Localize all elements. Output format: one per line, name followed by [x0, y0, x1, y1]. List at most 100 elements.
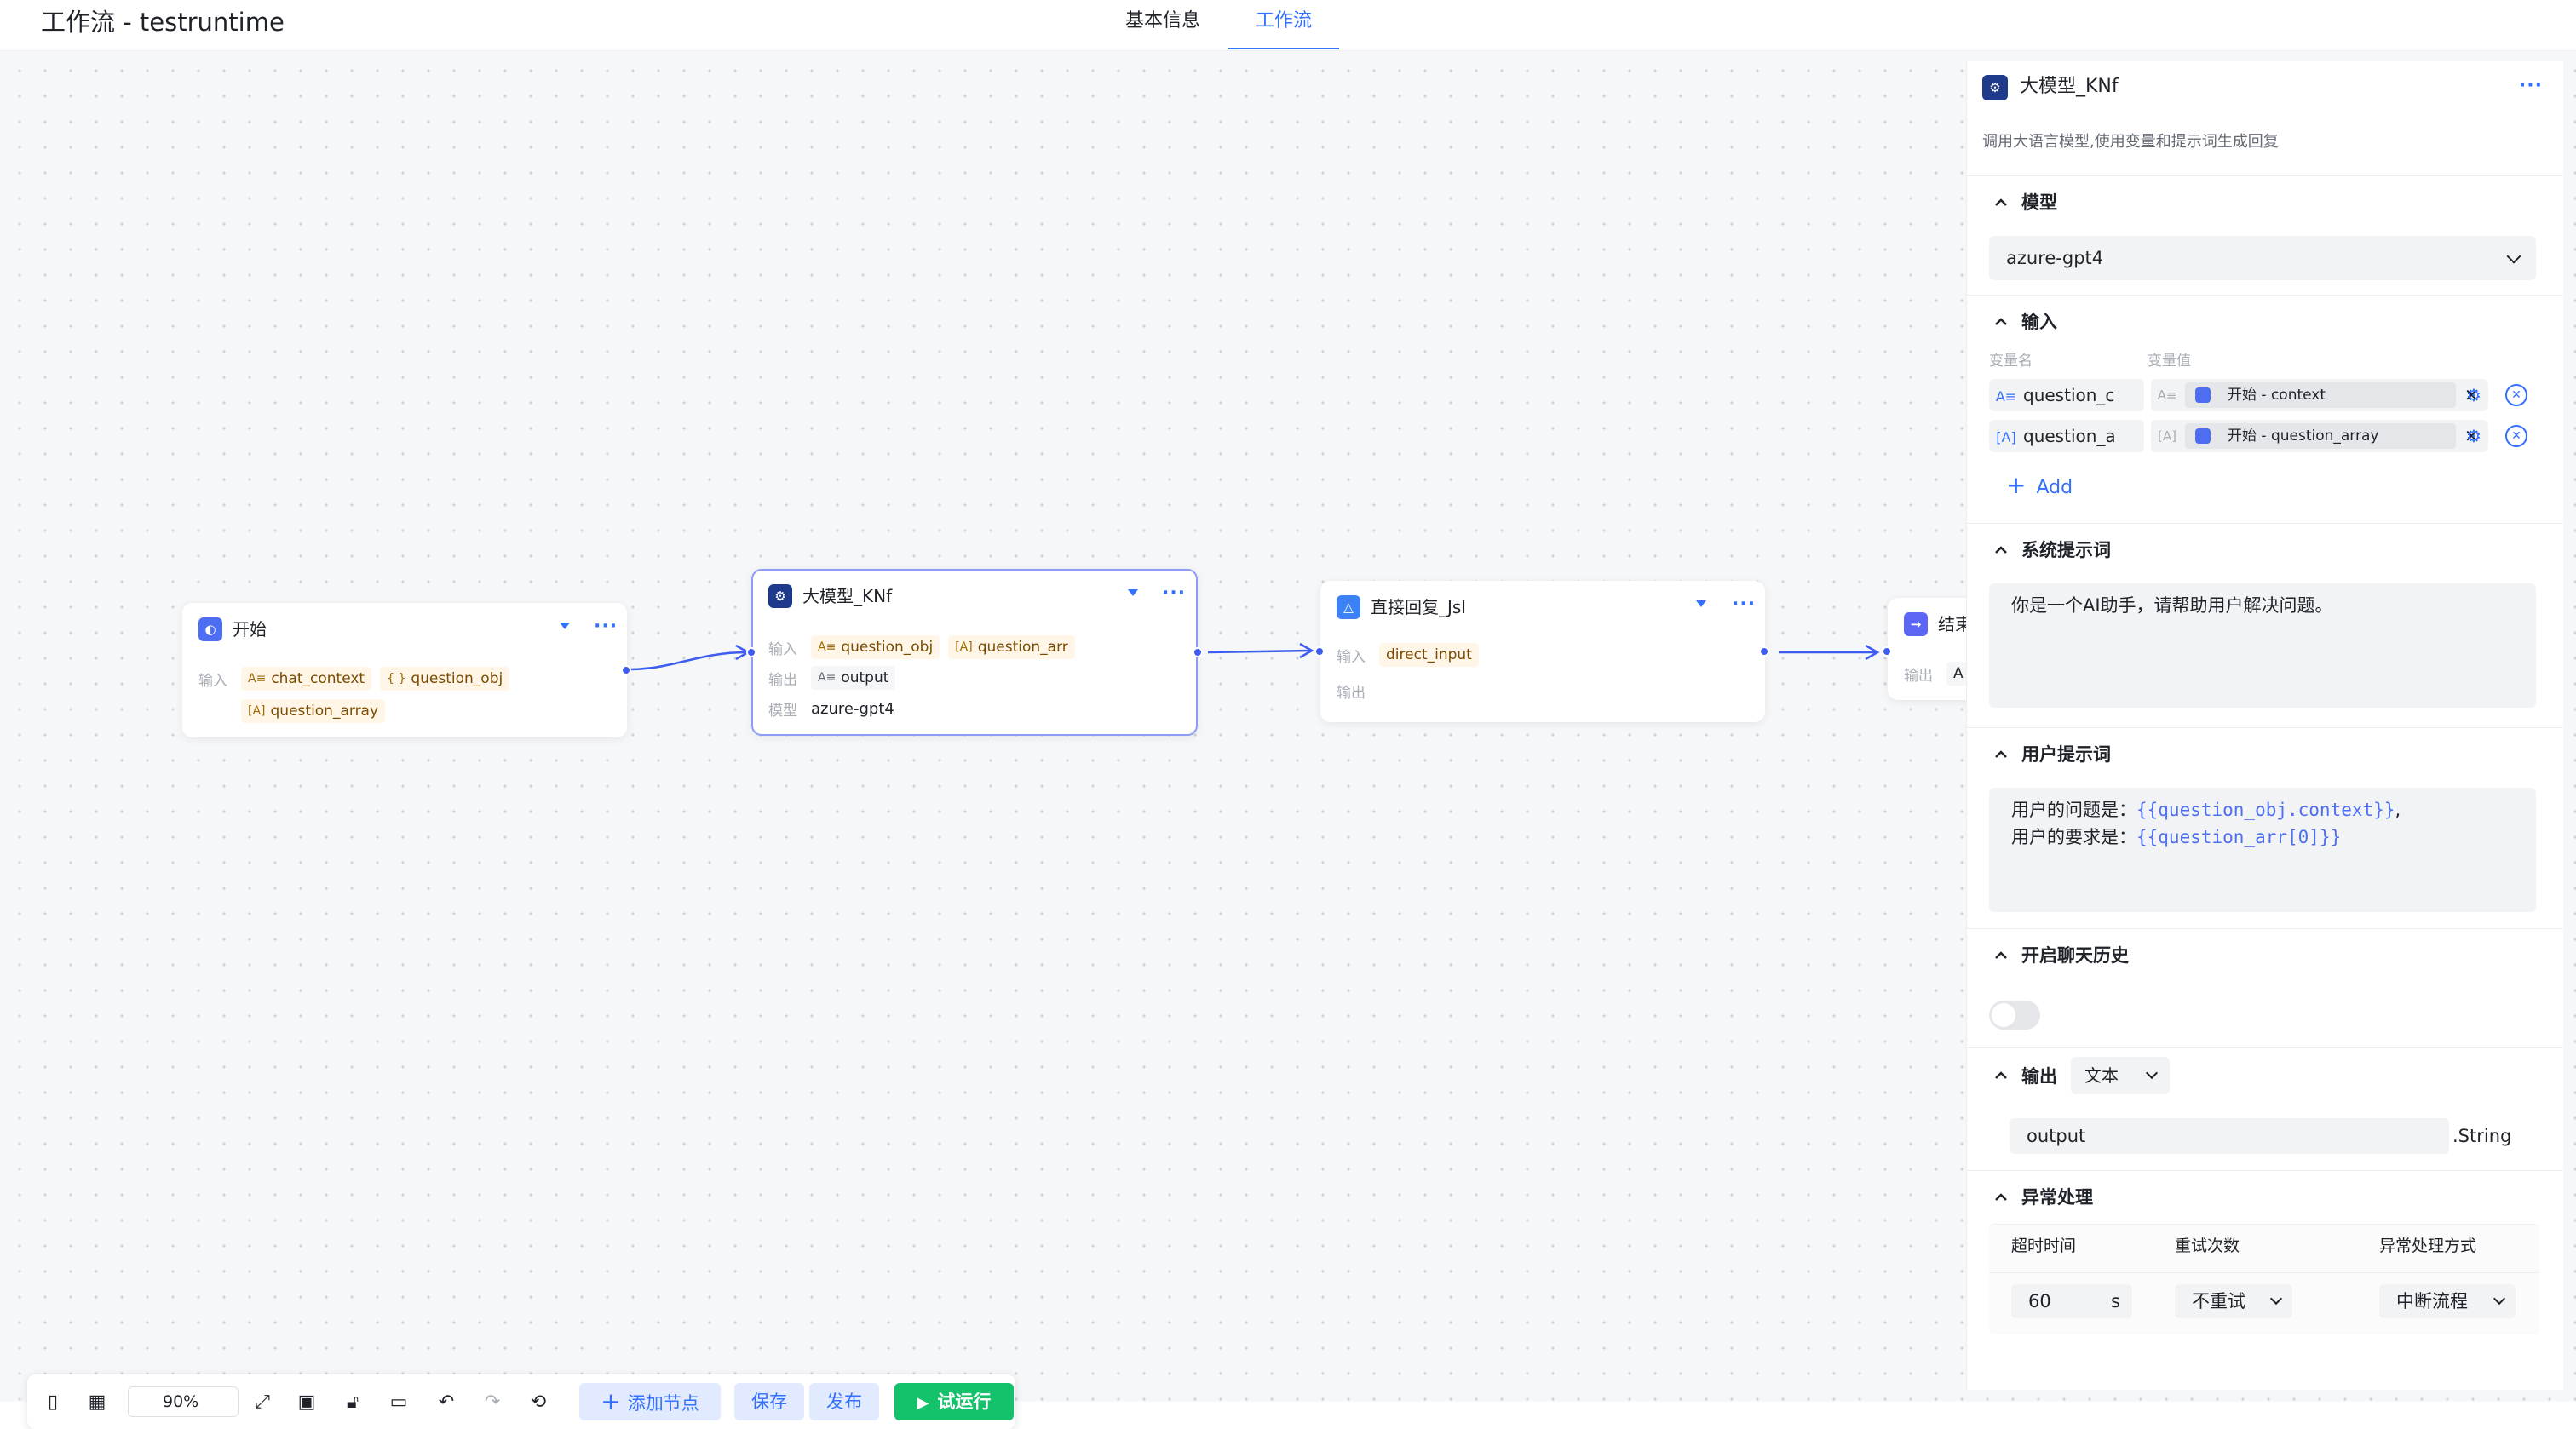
edge-llm-reply-arrow	[1299, 642, 1314, 659]
output-type-select[interactable]: 文本	[2071, 1057, 2170, 1094]
section-title: 输入	[2021, 312, 2057, 332]
variable-chip: { }question_obj	[380, 667, 510, 691]
node-title: 开始	[233, 619, 267, 640]
end-icon: →	[1904, 612, 1928, 636]
chevron-up-icon[interactable]	[1992, 746, 2010, 763]
column-variable-value: 变量值	[2148, 353, 2191, 370]
output-handle[interactable]	[621, 665, 631, 675]
chat-history-toggle[interactable]	[1989, 1001, 2040, 1030]
output-handle[interactable]	[1193, 647, 1203, 657]
node-llm[interactable]: ⚙ 大模型_KNf ··· 输入 A≡question_obj [A]quest…	[746, 569, 1203, 736]
node-start[interactable]: ◐ 开始 ··· 输入 A≡chat_context { }question_o…	[182, 603, 631, 737]
node-title: 大模型_KNf	[802, 586, 893, 606]
remove-variable-icon[interactable]: ✕	[2505, 425, 2527, 447]
node-output-row: 输出 A	[1904, 660, 1970, 687]
variable-chip: [A]question_array	[241, 699, 386, 723]
chevron-up-icon[interactable]	[1992, 194, 2010, 211]
output-name-input[interactable]: output	[2010, 1118, 2449, 1154]
chevron-up-icon[interactable]	[1992, 1067, 2010, 1084]
node-input-row: 输入 A≡question_obj [A]question_arr	[768, 634, 1075, 661]
mouse-icon[interactable]: ▯	[47, 1391, 59, 1413]
output-label: 输出	[768, 671, 797, 689]
start-icon	[2195, 428, 2211, 444]
timeout-input[interactable]: 60 s	[2011, 1284, 2132, 1318]
remove-variable-icon[interactable]: ✕	[2505, 384, 2527, 406]
variable-name-input[interactable]: A≡question_c	[1989, 379, 2144, 411]
history-icon[interactable]: ⟲	[530, 1391, 547, 1413]
edge-reply-end-arrow	[1865, 644, 1880, 661]
error-mode-select[interactable]: 中断流程	[2379, 1284, 2516, 1318]
column-timeout: 超时时间	[2011, 1237, 2077, 1255]
comment-icon[interactable]: ▭	[389, 1391, 408, 1413]
output-handle[interactable]	[1759, 646, 1769, 657]
variable-chip: A≡chat_context	[241, 667, 372, 691]
redo-icon[interactable]: ↷	[484, 1391, 501, 1413]
zoom-level[interactable]: 90%	[128, 1386, 239, 1417]
panel-description: 调用大语言模型,使用变量和提示词生成回复	[1982, 133, 2279, 151]
error-settings-table: 超时时间 重试次数 异常处理方式 60 s 不重试 中断流程	[1989, 1224, 2539, 1334]
input-handle[interactable]	[1314, 646, 1325, 657]
edge-llm-reply	[1207, 649, 1311, 654]
more-icon[interactable]: ···	[1162, 583, 1187, 604]
edge-start-llm	[628, 651, 747, 671]
close-icon[interactable]: ✕	[2464, 385, 2479, 405]
chevron-down-icon	[2493, 1292, 2506, 1306]
more-icon[interactable]: ···	[1732, 594, 1757, 615]
variable-value-select[interactable]: A≡ 开始 - context✕ ⚙	[2151, 379, 2488, 411]
add-variable-button[interactable]: +Add	[2006, 471, 2073, 499]
more-icon[interactable]: ···	[2518, 75, 2543, 96]
section-title: 输出	[2021, 1066, 2057, 1087]
chevron-up-icon[interactable]	[1992, 542, 2010, 559]
minimap-icon[interactable]: ▦	[88, 1391, 106, 1413]
tab-workflow[interactable]: 工作流	[1228, 0, 1339, 49]
variable-name-input[interactable]: [A]question_a	[1989, 420, 2144, 452]
chevron-up-icon[interactable]	[1992, 1189, 2010, 1206]
chevron-down-icon[interactable]	[1128, 589, 1138, 596]
reference-chip: 开始 - context✕	[2185, 382, 2479, 408]
prompt-line: 用户的问题是：{{question_obj.context}},	[2011, 800, 2401, 820]
chevron-up-icon[interactable]	[1992, 947, 2010, 964]
add-node-button[interactable]: +添加节点	[579, 1383, 721, 1420]
chevron-up-icon[interactable]	[1992, 313, 2010, 330]
node-output-row: 输出	[1337, 677, 1371, 704]
expand-icon[interactable]: ⤢	[255, 1391, 270, 1413]
reply-icon: △	[1337, 595, 1360, 619]
more-icon[interactable]: ···	[594, 616, 618, 637]
input-handle[interactable]	[1882, 646, 1892, 657]
chevron-down-icon[interactable]	[1696, 600, 1706, 607]
test-run-button[interactable]: ▶试运行	[894, 1383, 1014, 1420]
input-label: 输入	[198, 672, 227, 690]
close-icon[interactable]: ✕	[2464, 426, 2479, 446]
undo-icon[interactable]: ↶	[438, 1391, 455, 1413]
prompt-line: 用户的要求是：{{question_arr[0]}}	[2011, 827, 2342, 847]
node-input-row: 输入 direct_input	[1337, 641, 1479, 669]
section-title: 模型	[2021, 192, 2057, 213]
minimap-toggle-icon[interactable]: ▣	[297, 1391, 316, 1413]
workflow-canvas[interactable]: ◐ 开始 ··· 输入 A≡chat_context { }question_o…	[0, 51, 2576, 1429]
system-prompt-textarea[interactable]: 你是一个AI助手，请帮助用户解决问题。	[1989, 583, 2536, 708]
plus-icon: +	[2006, 471, 2027, 499]
lock-icon[interactable]: 🔓︎	[346, 1391, 359, 1413]
column-error-mode: 异常处理方式	[2379, 1237, 2477, 1255]
gear-icon[interactable]: ⚙	[2466, 385, 2481, 405]
user-prompt-textarea[interactable]: 用户的问题是：{{question_obj.context}}, 用户的要求是：…	[1989, 788, 2536, 912]
gear-icon[interactable]: ⚙	[2466, 426, 2481, 446]
input-handle[interactable]	[746, 647, 756, 657]
retry-select[interactable]: 不重试	[2175, 1284, 2292, 1318]
panel-title[interactable]: 大模型_KNf	[2020, 76, 2119, 97]
column-variable-name: 变量名	[1989, 353, 2033, 370]
tab-basic-info[interactable]: 基本信息	[1124, 10, 1200, 32]
node-input-row: [A]question_array	[241, 697, 386, 725]
llm-icon: ⚙	[1982, 75, 2008, 100]
chevron-down-icon	[2506, 249, 2521, 264]
variable-chip: direct_input	[1379, 643, 1479, 667]
chevron-down-icon[interactable]	[560, 623, 570, 629]
variable-value-select[interactable]: [A] 开始 - question_array✕ ⚙	[2151, 420, 2488, 452]
model-select[interactable]: azure-gpt4	[1989, 236, 2536, 280]
publish-button[interactable]: 发布	[809, 1383, 879, 1420]
node-header: △ 直接回复_Jsl ···	[1321, 582, 1764, 634]
section-title: 异常处理	[2021, 1187, 2093, 1208]
variable-chip: A≡output	[811, 666, 896, 690]
save-button[interactable]: 保存	[734, 1383, 804, 1420]
node-direct-reply[interactable]: △ 直接回复_Jsl ··· 输入 direct_input 输出	[1314, 581, 1769, 722]
